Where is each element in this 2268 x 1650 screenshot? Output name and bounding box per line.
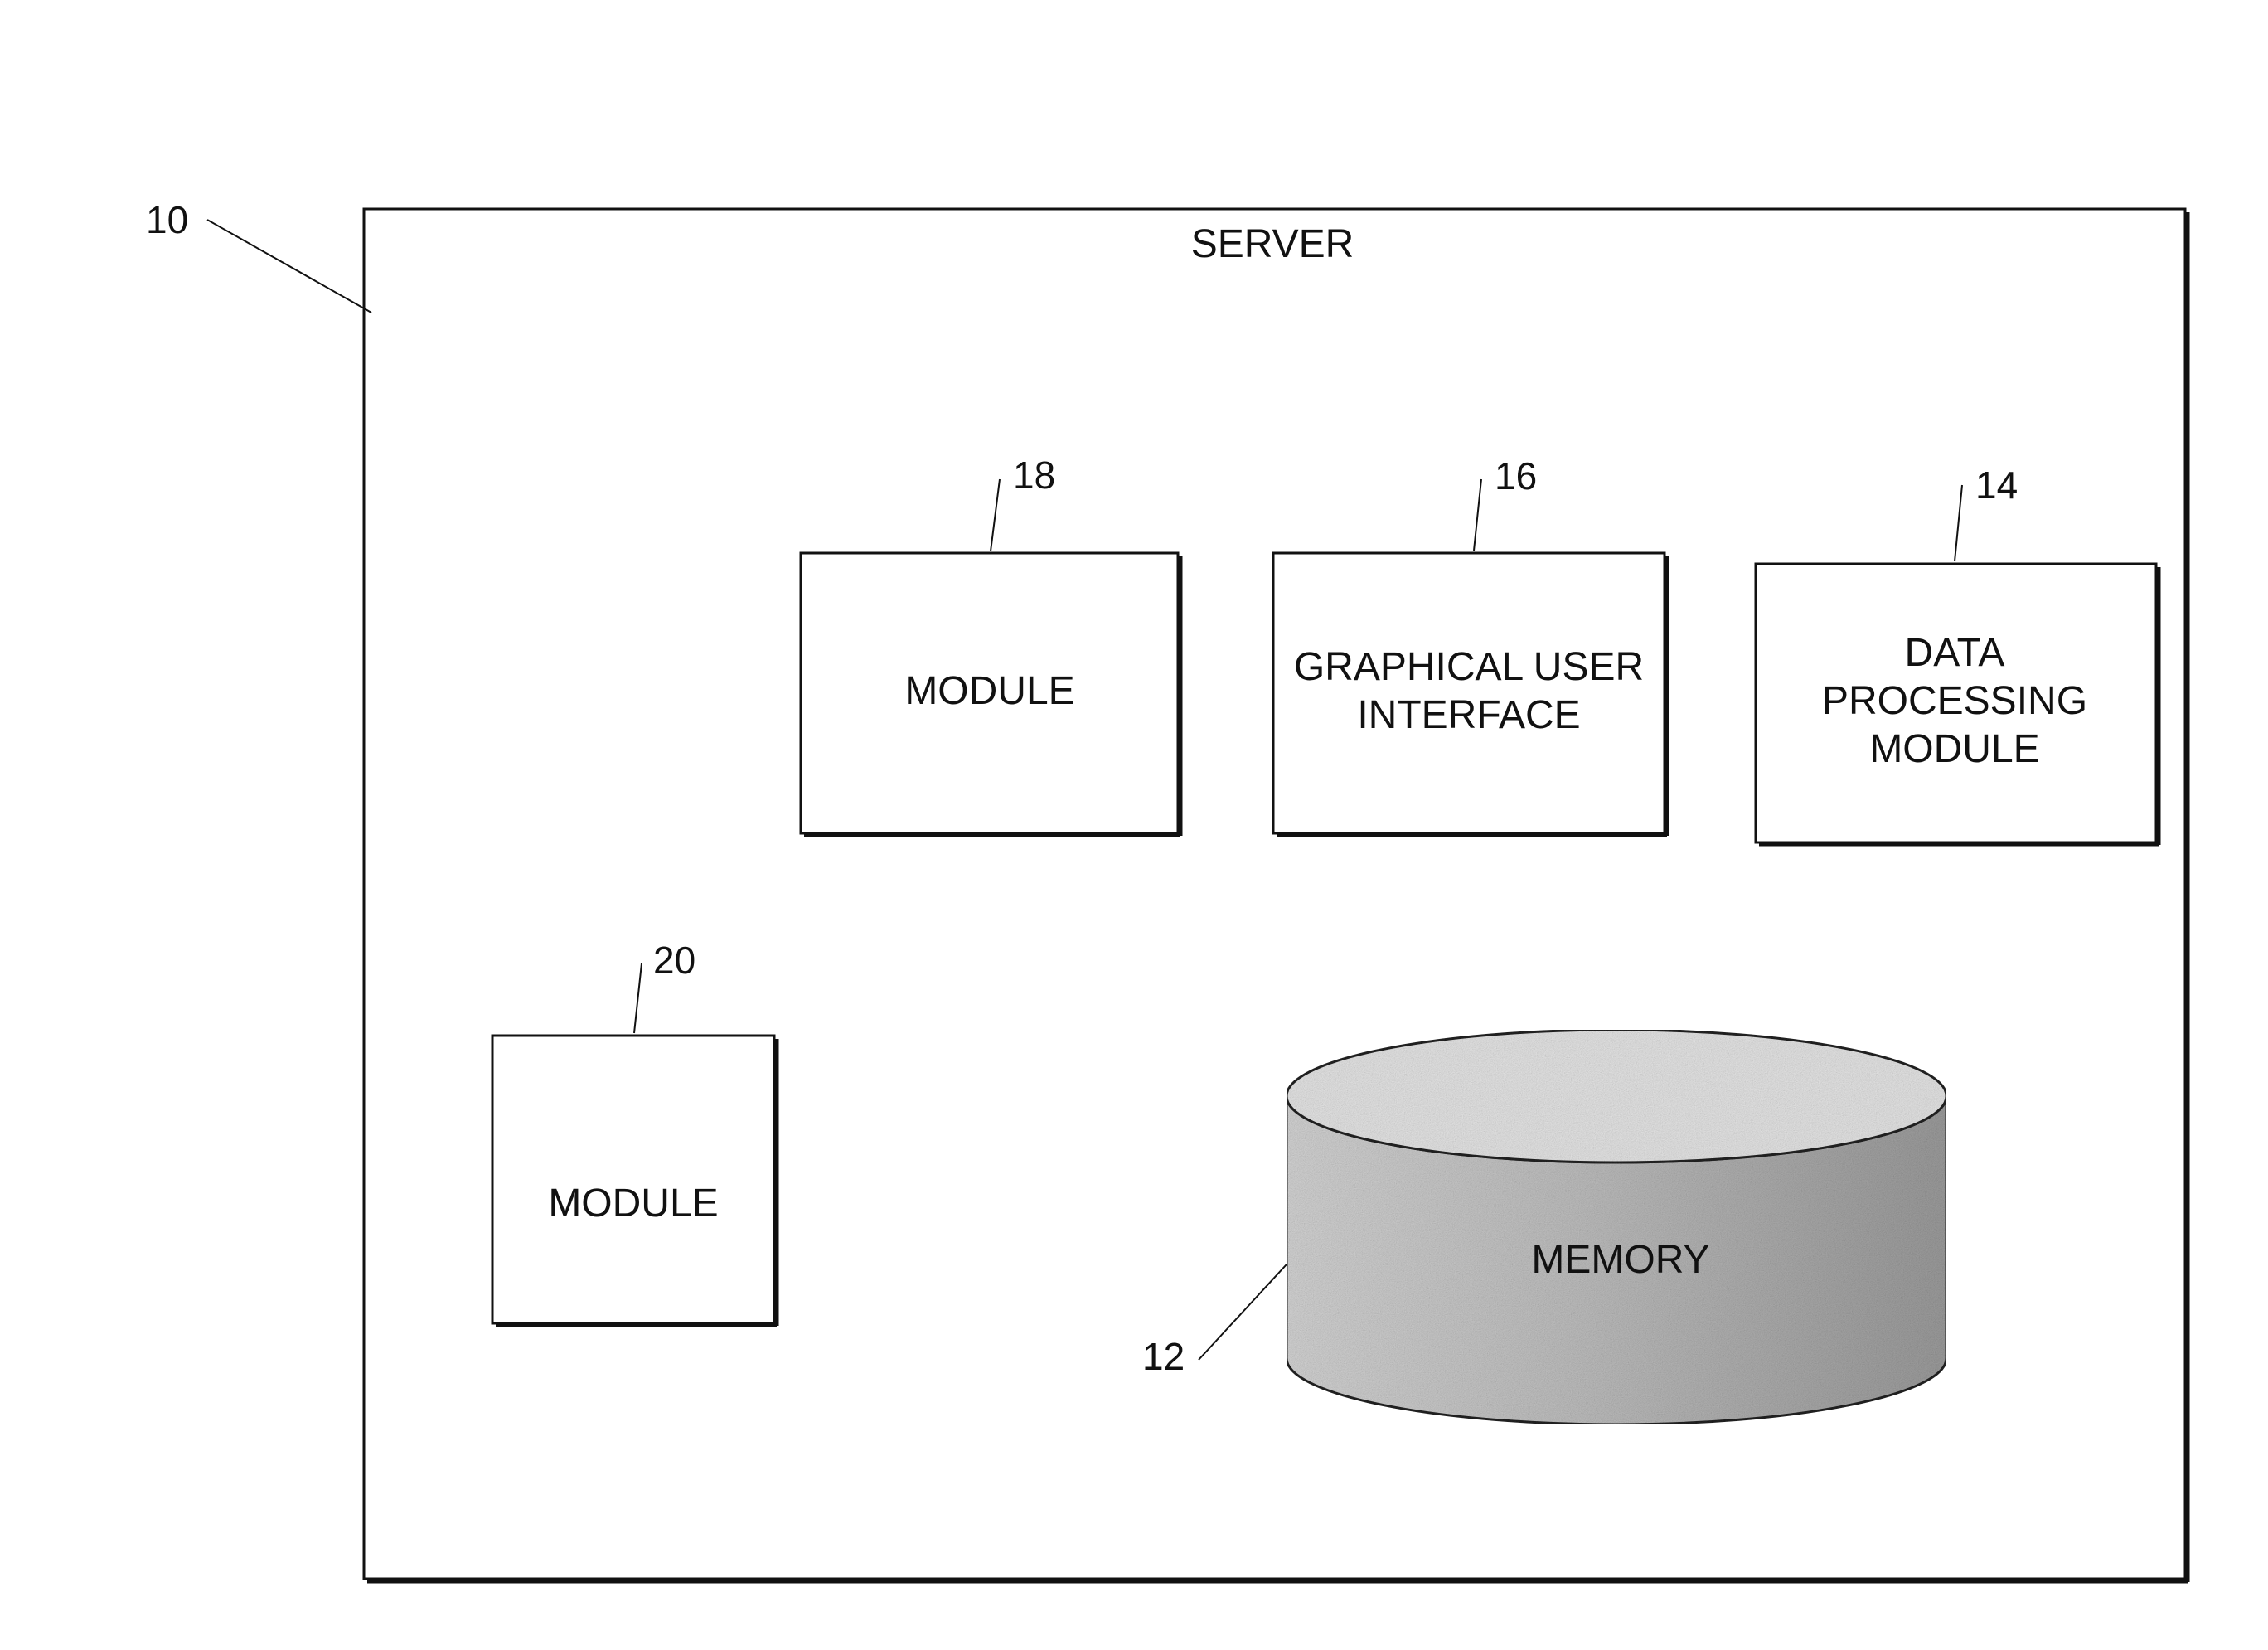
module-20-label: MODULE (548, 1182, 718, 1225)
leader-line-10 (207, 220, 371, 313)
data-processing-label-line-1: DATA (1905, 631, 2005, 675)
data-processing-module-14-box: DATA PROCESSING MODULE (1756, 564, 2159, 845)
ref-10: 10 (146, 198, 371, 313)
server-title: SERVER (1191, 222, 1354, 266)
gui-16-box: GRAPHICAL USER INTERFACE (1273, 553, 1667, 836)
ref-label-14: 14 (1975, 463, 2018, 507)
ref-label-10: 10 (146, 198, 188, 241)
memory-cylinder: MEMORY (1287, 1030, 1946, 1424)
gui-16-label-line-2: INTERFACE (1357, 693, 1580, 737)
ref-label-12: 12 (1142, 1335, 1185, 1378)
ref-label-20: 20 (653, 939, 695, 982)
module-20-box: MODULE (492, 1036, 777, 1326)
gui-16-label-line-1: GRAPHICAL USER (1294, 645, 1644, 689)
ref-label-18: 18 (1013, 454, 1055, 497)
data-processing-label-line-2: PROCESSING (1822, 679, 2087, 723)
module-18-label: MODULE (904, 669, 1074, 713)
ref-label-16: 16 (1495, 454, 1537, 497)
module-18-box: MODULE (801, 553, 1180, 836)
memory-label: MEMORY (1531, 1238, 1709, 1282)
data-processing-label-line-3: MODULE (1869, 727, 2039, 771)
